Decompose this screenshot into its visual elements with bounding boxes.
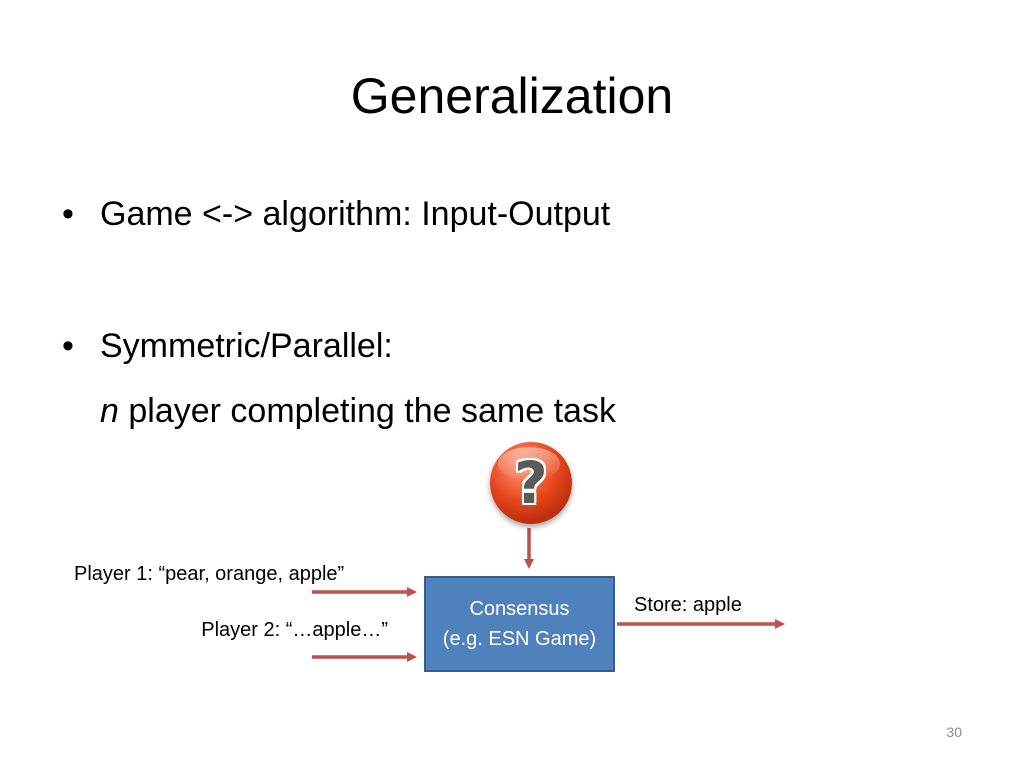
consensus-example: (e.g. ESN Game) bbox=[442, 628, 597, 650]
bullet-marker: • bbox=[62, 195, 74, 233]
consensus-label: Consensus bbox=[469, 598, 570, 620]
slide-title: Generalization bbox=[350, 68, 674, 124]
italic-n: n bbox=[100, 392, 119, 430]
player1-label: Player 1: “pear, orange, apple” bbox=[74, 563, 345, 585]
bullet-game-algorithm: Game <-> algorithm: Input-Output bbox=[100, 195, 611, 233]
player2-label: Player 2: “…apple…” bbox=[201, 619, 388, 641]
question-mark-icon: ? bbox=[490, 442, 572, 524]
sub-line-text: player completing the same task bbox=[118, 392, 616, 430]
output-label: Store: apple bbox=[634, 594, 742, 616]
bullet-marker: • bbox=[62, 327, 74, 365]
bullet-symmetric-parallel: Symmetric/Parallel: bbox=[100, 327, 393, 365]
page-number: 30 bbox=[946, 724, 962, 740]
consensus-box: Consensus (e.g. ESN Game) bbox=[424, 576, 615, 672]
bullet-sub-line: n player completing the same task bbox=[100, 389, 616, 433]
